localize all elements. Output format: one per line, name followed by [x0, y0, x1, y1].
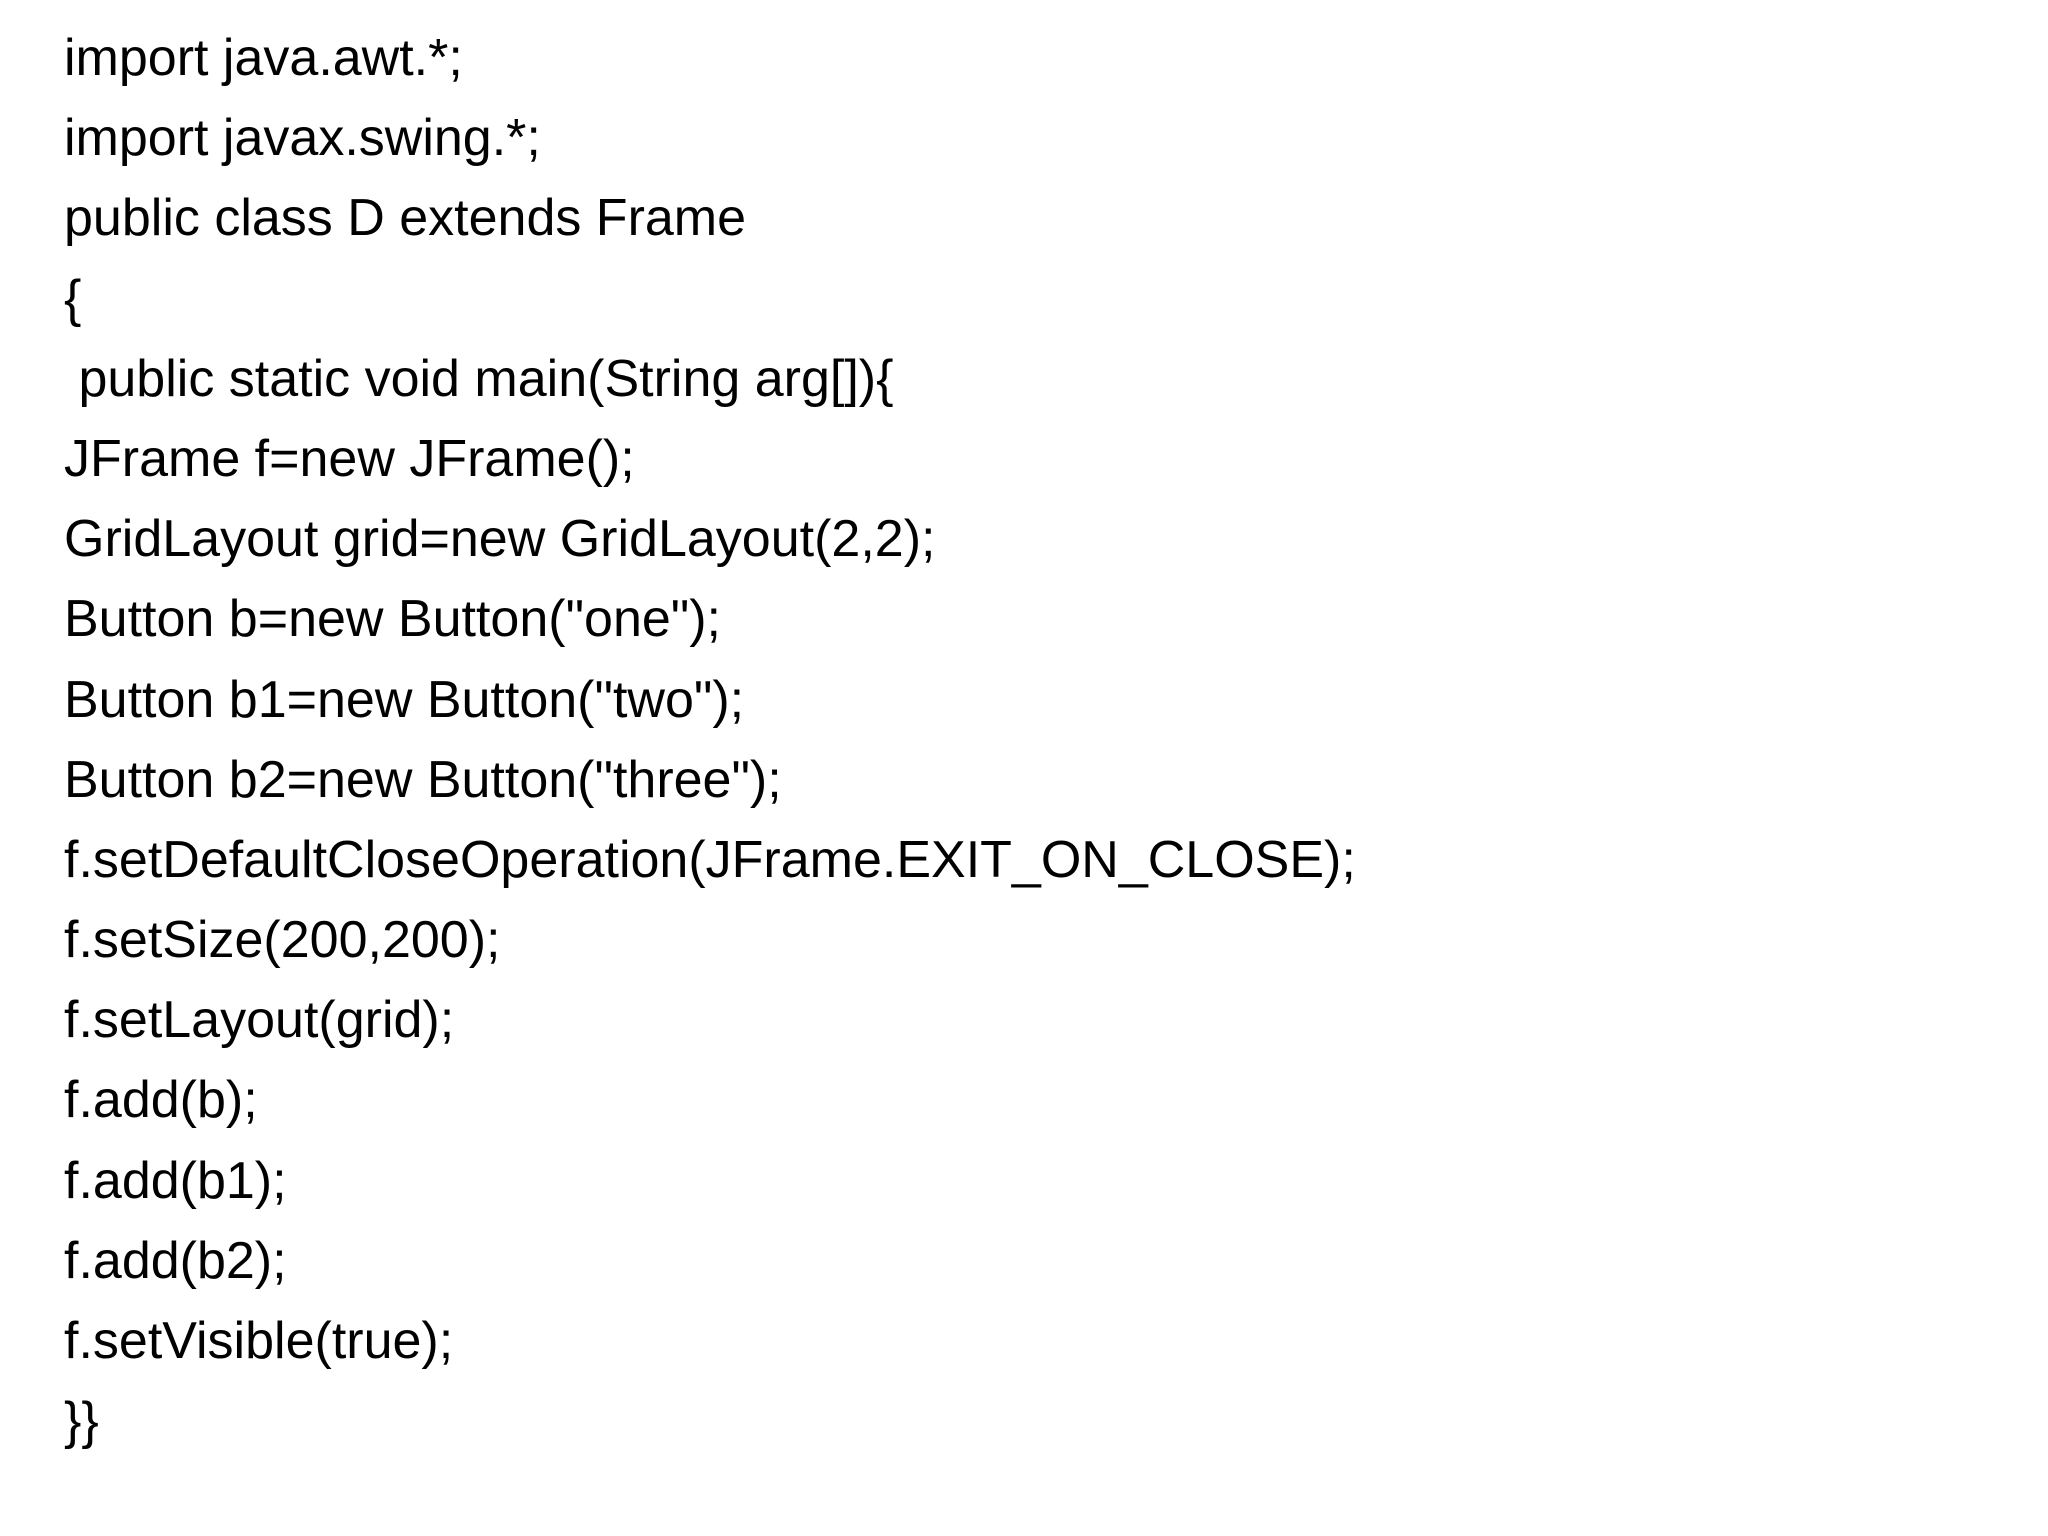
code-line: public static void main(String arg[]){ — [64, 349, 894, 408]
code-line: f.add(b1); — [64, 1151, 287, 1210]
code-line: GridLayout grid=new GridLayout(2,2); — [64, 510, 936, 569]
code-line: JFrame f=new JFrame(); — [64, 429, 635, 488]
code-line: f.add(b2); — [64, 1231, 287, 1290]
code-line: import java.awt.*; — [64, 29, 463, 87]
code-line: }} — [64, 1392, 99, 1451]
code-line: public class D extends Frame — [64, 189, 747, 248]
code-line: f.setSize(200,200); — [64, 911, 501, 970]
code-line: Button b1=new Button("two"); — [64, 670, 745, 729]
code-line: f.setVisible(true); — [64, 1312, 454, 1370]
code-block: import java.awt.*; import javax.swing.*;… — [64, 18, 1356, 1461]
code-line: f.setLayout(grid); — [64, 991, 455, 1050]
code-line: f.setDefaultCloseOperation(JFrame.EXIT_O… — [64, 830, 1356, 889]
code-line: { — [64, 269, 82, 328]
code-line: Button b=new Button("one"); — [64, 590, 722, 649]
code-line: f.add(b); — [64, 1071, 258, 1130]
code-line: import javax.swing.*; — [64, 109, 541, 168]
code-line: Button b2=new Button("three"); — [64, 750, 782, 809]
